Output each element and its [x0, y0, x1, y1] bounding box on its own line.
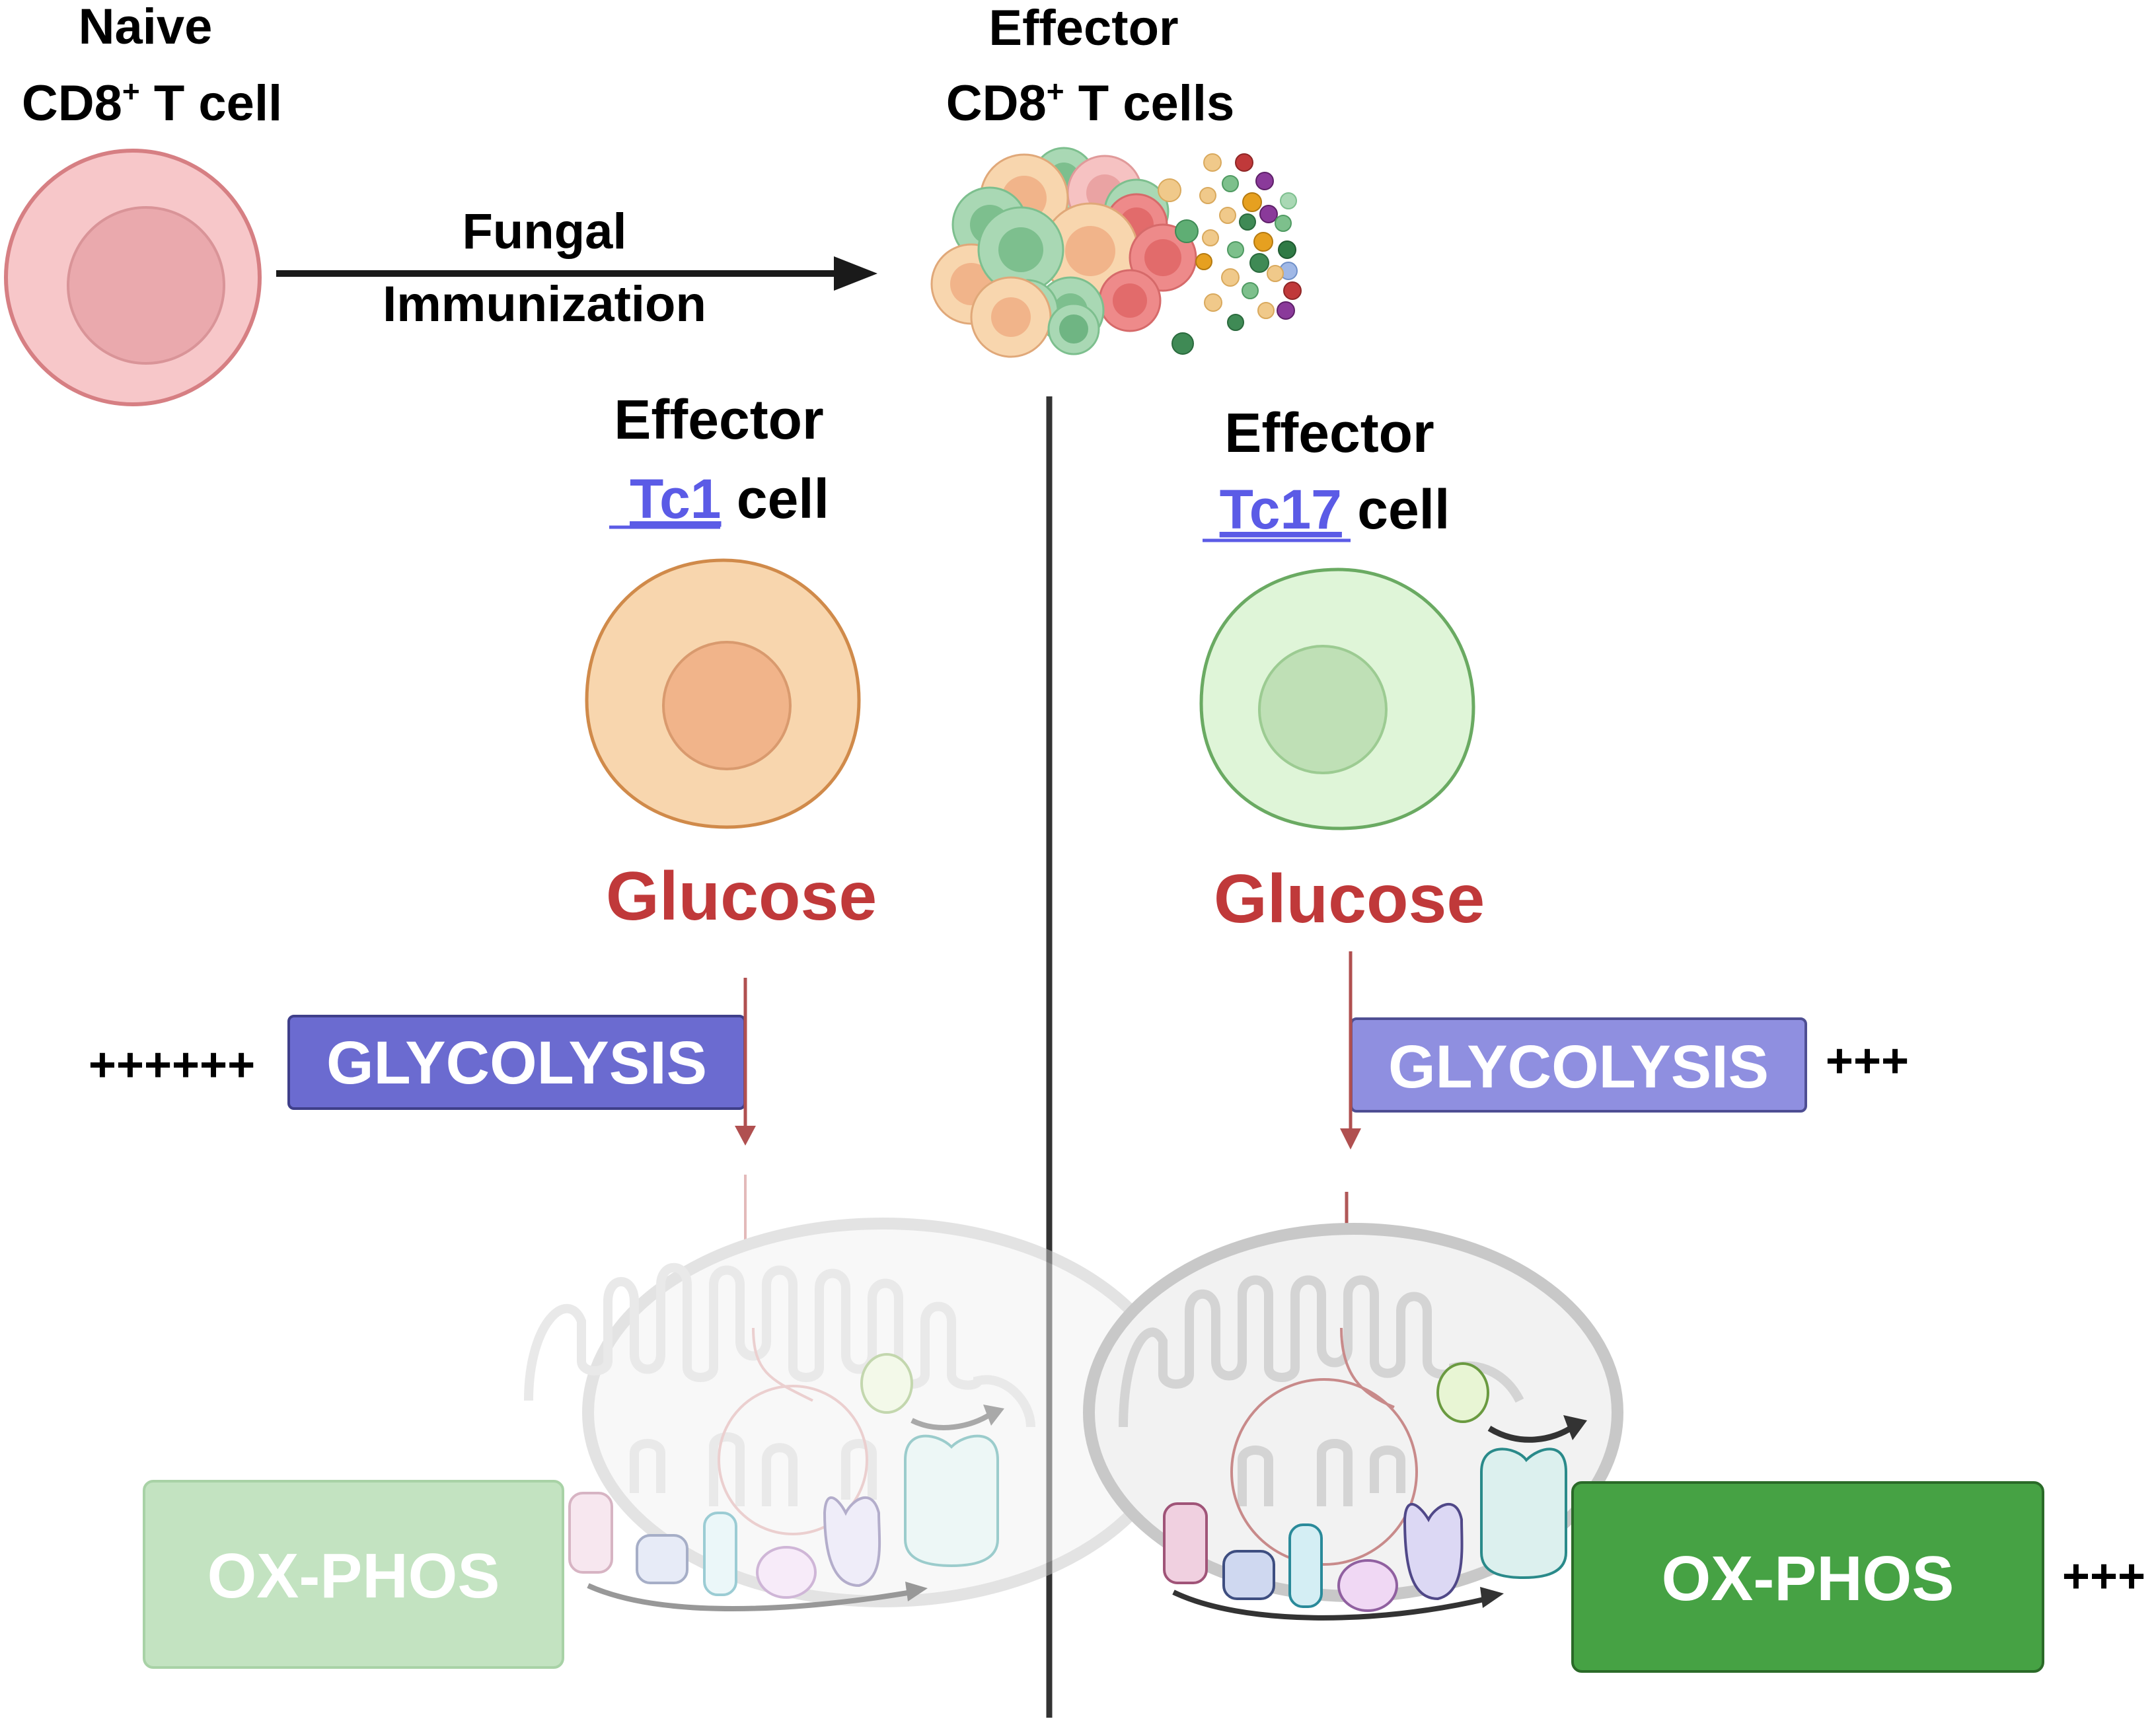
immunization-label-line1: Fungal [462, 203, 626, 260]
tc17-glucose-label: Glucose [1214, 861, 1485, 937]
naive-cell-icon [4, 149, 262, 406]
tc1-oxphos-box: OX-PHOS [143, 1480, 564, 1669]
tc1-subtitle: Tc1 cell [630, 468, 829, 530]
tc17-mitochondrion-icon [1083, 1192, 1623, 1621]
tc1-cell-icon [585, 558, 861, 829]
tc1-glycolysis-label: GLYCOLYSIS [326, 1029, 707, 1097]
naive-label-line2: CD8+ T cell [22, 74, 282, 131]
immunization-label-line2: Immunization [383, 276, 706, 332]
tc17-glycolysis-level: +++ [1826, 1035, 1909, 1087]
tc17-link: Tc17 [1220, 478, 1342, 540]
tc17-oxphos-level: +++ [2062, 1550, 2145, 1603]
naive-label-line1: Naive [79, 0, 213, 55]
tc17-oxphos-box: OX-PHOS [1571, 1481, 2044, 1673]
tc17-glycolysis-box: GLYCOLYSIS [1350, 1017, 1807, 1113]
immunization-arrow [276, 256, 877, 291]
tc1-glucose-arrow [735, 978, 756, 1146]
tc1-mitochondrion-icon [524, 1175, 1183, 1611]
tc17-oxphos-label: OX-PHOS [1662, 1543, 1954, 1614]
tc17-glucose-arrow [1340, 951, 1361, 1150]
tc17-glycolysis-label: GLYCOLYSIS [1388, 1033, 1769, 1101]
tc17-title: Effector [1224, 402, 1434, 464]
tc1-glycolysis-level: ++++++ [89, 1039, 255, 1091]
effector-top-label-line1: Effector [988, 0, 1178, 56]
tc1-oxphos-label: OX-PHOS [207, 1541, 500, 1611]
tc17-subtitle: Tc17 cell [1220, 478, 1450, 540]
tc1-link: Tc1 [630, 468, 722, 530]
tc17-cell-icon [1199, 568, 1475, 830]
effector-cell-cluster-icon [930, 147, 1302, 358]
tc1-title: Effector [614, 388, 823, 451]
effector-top-label-line2: CD8+ T cells [946, 74, 1235, 131]
naive-cd8-label: Naive CD8+ T cell [22, 0, 282, 131]
tc1-glucose-label: Glucose [606, 858, 877, 935]
tc1-glycolysis-box: GLYCOLYSIS [287, 1015, 746, 1110]
